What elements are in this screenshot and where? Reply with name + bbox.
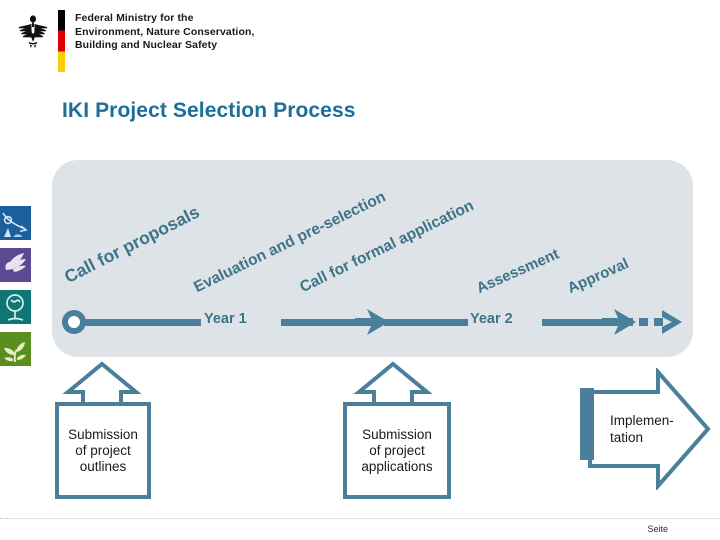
footer-page-label: Seite bbox=[647, 524, 668, 534]
right-arrow-icon-2 bbox=[602, 307, 636, 342]
callout-text-outlines: Submission of project outlines bbox=[55, 402, 151, 499]
timeline-label-year-1: Year 1 bbox=[204, 311, 247, 327]
timeline-segment-4 bbox=[542, 318, 606, 326]
biodiversity-icon bbox=[0, 332, 31, 366]
timeline-segment-2 bbox=[281, 318, 359, 326]
callout-submission-of-project-outlines: Submission of project outlines bbox=[47, 361, 157, 499]
timeline-segment-1 bbox=[84, 318, 201, 326]
german-flag-bar-icon bbox=[58, 10, 65, 72]
footer-divider bbox=[0, 518, 720, 519]
timeline-segment-3 bbox=[384, 318, 468, 326]
hand-leaf-icon bbox=[0, 248, 31, 282]
page-title: IKI Project Selection Process bbox=[62, 99, 356, 122]
start-circle-icon bbox=[62, 310, 86, 334]
ministry-logo-block: Federal Ministry for the Environment, Na… bbox=[16, 10, 255, 72]
theme-icon-strip bbox=[0, 206, 31, 366]
german-federal-eagle-icon bbox=[16, 10, 50, 54]
timeline-label-year-2: Year 2 bbox=[470, 311, 513, 327]
dotted-continuation-icon bbox=[624, 318, 663, 326]
process-timeline: Year 1 Year 2 bbox=[52, 300, 693, 344]
ministry-name: Federal Ministry for the Environment, Na… bbox=[75, 12, 255, 51]
callout-submission-of-project-applications: Submission of project applications bbox=[333, 361, 453, 499]
dotted-chevron-icon bbox=[660, 307, 686, 342]
climate-icon bbox=[0, 206, 31, 240]
implementation-arrow: Implemen- tation bbox=[580, 368, 713, 490]
tree-icon bbox=[0, 290, 31, 324]
right-arrow-icon bbox=[355, 307, 389, 342]
callout-text-applications: Submission of project applications bbox=[343, 402, 451, 499]
implementation-label: Implemen- tation bbox=[610, 413, 674, 445]
